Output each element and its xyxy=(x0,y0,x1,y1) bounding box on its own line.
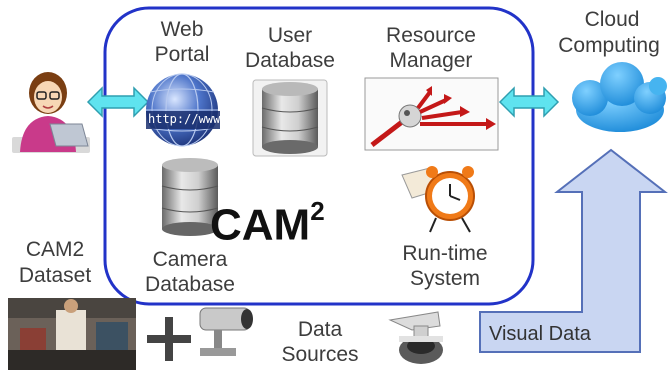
runtime-system-label-line1: Run-time xyxy=(402,242,488,265)
plus-icon xyxy=(147,317,191,361)
cam2-title-text: CAM xyxy=(210,200,311,250)
camera-database-icon xyxy=(161,158,219,236)
dataset-label-line1: CAM2 xyxy=(25,238,85,261)
runtime-system-label-line2: System xyxy=(409,267,480,290)
alarm-clock-icon xyxy=(401,166,475,233)
cloud-computing-label-line2: Computing xyxy=(558,34,660,57)
dataset-photo xyxy=(8,298,136,370)
dome-camera-icon xyxy=(388,311,443,364)
cam2-title-superscript: 2 xyxy=(310,196,325,226)
double-arrow-manager-cloud xyxy=(498,86,560,118)
globe-url-text: http://www xyxy=(148,112,221,126)
cloud-computing-label-line1: Cloud xyxy=(584,8,640,31)
web-portal-label-line1: Web xyxy=(160,18,204,41)
camera-database-label-line1: Camera xyxy=(152,248,228,271)
web-portal-label-line2: Portal xyxy=(154,43,210,66)
data-sources-label-line2: Sources xyxy=(281,343,359,366)
user-database-icon xyxy=(252,79,328,157)
cloud-icon xyxy=(572,62,667,132)
cam2-system-frame xyxy=(103,6,535,306)
visual-data-arrow xyxy=(479,148,668,353)
resource-manager-label-line2: Manager xyxy=(389,49,473,72)
data-sources-label-line1: Data xyxy=(297,318,343,341)
user-database-label-line2: Database xyxy=(245,49,335,72)
dataset-label-line2: Dataset xyxy=(18,264,92,287)
user-database-label-line1: User xyxy=(267,24,313,47)
resource-manager-label-line1: Resource xyxy=(386,24,476,47)
cam2-title: CAM2 xyxy=(210,196,325,251)
user-with-laptop-icon xyxy=(12,72,90,153)
double-arrow-user-portal xyxy=(86,86,150,118)
robot-arrows-icon xyxy=(364,77,499,151)
globe-icon xyxy=(146,73,220,147)
visual-data-label: Visual Data xyxy=(489,323,591,345)
camera-database-label-line2: Database xyxy=(145,273,235,296)
security-camera-icon xyxy=(199,307,253,356)
